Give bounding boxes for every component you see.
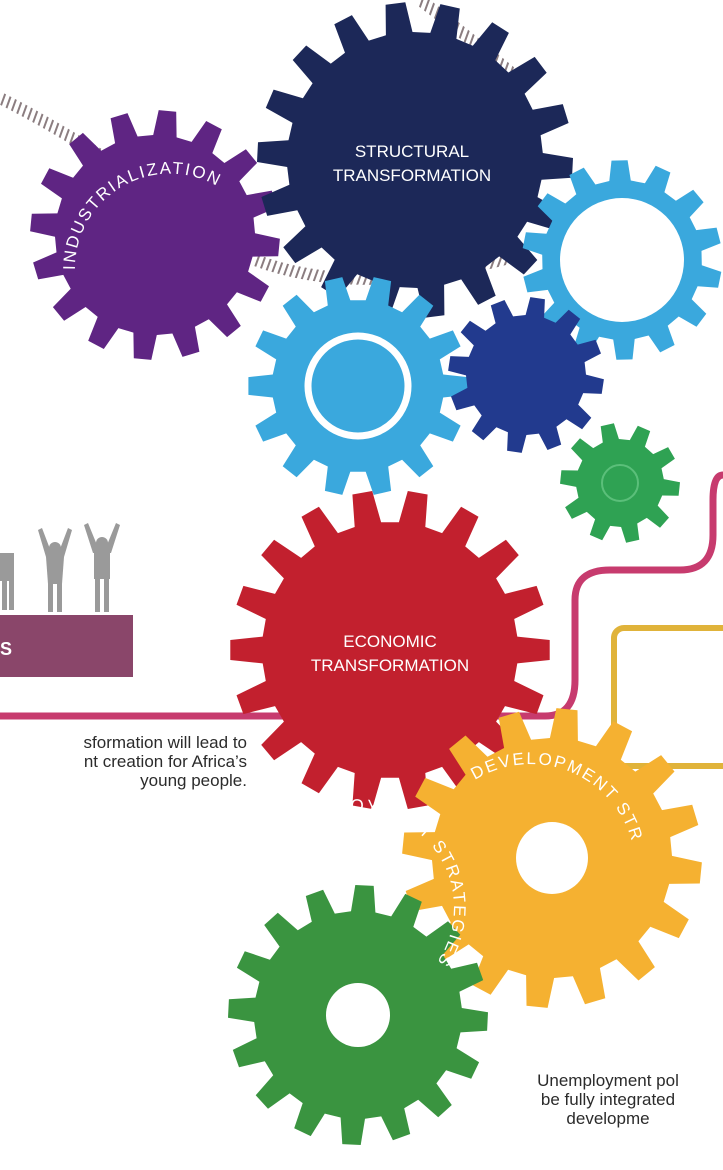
unemployment-strategies-gear xyxy=(228,885,488,1145)
connector-pipe xyxy=(0,471,723,720)
caption-right-line: developme xyxy=(566,1109,650,1128)
navy-small-gear-body xyxy=(448,297,604,453)
economic-label-line2: TRANSFORMATION xyxy=(311,656,469,675)
structural-label-line1: STRUCTURAL xyxy=(355,142,469,161)
caption-left: sformation will lead to nt creation for … xyxy=(84,733,247,790)
development-strategies-gear-hub xyxy=(516,822,588,894)
light-blue-target-gear-body xyxy=(248,277,468,495)
banner-bar xyxy=(0,615,133,677)
caption-right-line: Unemployment pol xyxy=(537,1071,679,1090)
people-icon xyxy=(0,523,120,612)
structural-transformation-gear xyxy=(257,2,573,318)
caption-right: Unemployment pol be fully integrated dev… xyxy=(488,1071,723,1128)
yellow-outline-box xyxy=(611,625,723,769)
unemployment-strategies-gear-hub xyxy=(326,983,390,1047)
light-blue-ring-gear-hole xyxy=(560,198,684,322)
development-strategies-gear xyxy=(402,708,702,1008)
caption-left-line: sformation will lead to xyxy=(83,733,247,752)
structural-transformation-gear-body xyxy=(257,2,573,318)
industrialization-gear-body xyxy=(30,110,280,360)
industrialization-gear xyxy=(30,110,280,360)
caption-left-line: nt creation for Africa’s xyxy=(83,752,247,771)
green-small-gear xyxy=(560,423,680,543)
navy-small-gear xyxy=(448,297,604,453)
green-small-gear-body xyxy=(560,423,680,543)
economic-transformation-gear xyxy=(230,491,550,809)
light-blue-target-gear-ring xyxy=(304,332,412,440)
structural-label-line2: TRANSFORMATION xyxy=(333,166,491,185)
caption-left-line: young people. xyxy=(140,771,247,790)
banner-label: S xyxy=(0,639,12,659)
caption-right-line: be fully integrated xyxy=(540,1090,676,1109)
light-blue-target-gear xyxy=(248,277,468,495)
people-banner: S xyxy=(0,523,133,677)
economic-label-line1: ECONOMIC xyxy=(343,632,437,651)
economic-transformation-gear-body xyxy=(230,491,550,809)
green-small-gear-dot xyxy=(601,464,639,502)
light-blue-ring-gear xyxy=(522,160,722,360)
